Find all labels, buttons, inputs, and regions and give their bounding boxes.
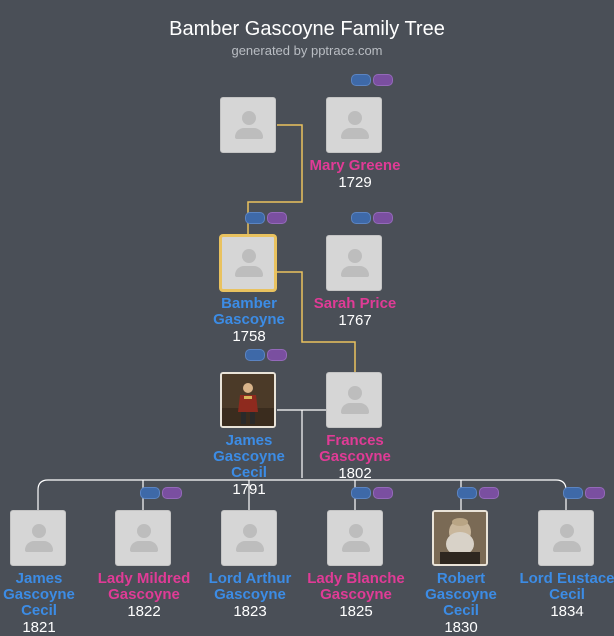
father-link-icon[interactable] <box>140 487 160 499</box>
person-name-text: Lord Arthur Gascoyne <box>208 570 292 603</box>
person-name: Lord Eustace Cecil 1834 <box>512 570 614 621</box>
person-name-text: James Gascoyne Cecil <box>3 570 75 619</box>
person-name: Lord Arthur Gascoyne 1823 <box>195 570 305 621</box>
person-year: 1823 <box>233 603 267 620</box>
person-year: 1758 <box>232 328 266 345</box>
person-name-text: Mary Greene <box>309 157 401 174</box>
person-name-text: Robert Gascoyne Cecil <box>425 570 497 619</box>
portrait-bearded-man-icon <box>434 512 486 564</box>
person-name: Robert Gascoyne Cecil 1830 <box>406 571 516 636</box>
person-name-text: Bamber Gascoyne <box>213 295 285 328</box>
person-name-text: Lady Blanche Gascoyne <box>307 570 405 603</box>
mother-link-icon[interactable] <box>267 349 287 361</box>
person-name: James Gascoyne Cecil 1821 <box>0 571 94 636</box>
person-silhouette-icon <box>221 510 277 566</box>
person-year: 1729 <box>338 174 372 191</box>
person-name-text: Frances Gascoyne <box>319 432 391 465</box>
mother-link-icon[interactable] <box>373 487 393 499</box>
person-name-text: Sarah Price <box>313 295 397 312</box>
father-link-icon[interactable] <box>351 212 371 224</box>
page-subtitle: generated by pptrace.com <box>231 43 383 58</box>
father-link-icon[interactable] <box>245 212 265 224</box>
person-silhouette-icon <box>538 510 594 566</box>
person-year: 1825 <box>339 603 373 620</box>
person-name: Sarah Price 1767 <box>300 295 410 330</box>
person-year: 1830 <box>444 619 478 636</box>
person-year: 1821 <box>22 619 56 636</box>
mother-link-icon[interactable] <box>267 212 287 224</box>
father-link-icon[interactable] <box>351 74 371 86</box>
mother-link-icon[interactable] <box>373 74 393 86</box>
person-name: Lady Mildred Gascoyne 1822 <box>89 570 199 621</box>
person-silhouette-icon <box>326 97 382 153</box>
father-link-icon[interactable] <box>563 487 583 499</box>
marriage-line <box>277 271 356 372</box>
page-title: Bamber Gascoyne Family Tree <box>169 18 445 40</box>
person-year: 1802 <box>338 465 372 482</box>
portrait-photo <box>432 510 488 566</box>
portrait-photo <box>220 372 276 428</box>
person-year: 1767 <box>338 312 372 329</box>
mother-link-icon[interactable] <box>373 212 393 224</box>
person-name: Lady Blanche Gascoyne 1825 <box>301 570 411 621</box>
children-bus <box>37 479 567 510</box>
person-name-text: Lady Mildred Gascoyne <box>97 570 191 603</box>
person-silhouette-icon <box>220 97 276 153</box>
portrait-figure-icon <box>222 374 274 426</box>
person-silhouette-icon <box>220 235 276 291</box>
mother-link-icon[interactable] <box>585 487 605 499</box>
mother-link-icon[interactable] <box>162 487 182 499</box>
person-name-text: James Gascoyne Cecil <box>213 432 285 481</box>
person-year: 1822 <box>127 603 161 620</box>
person-name: Mary Greene 1729 <box>300 157 410 192</box>
person-name: Frances Gascoyne 1802 <box>300 432 410 483</box>
father-link-icon[interactable] <box>245 349 265 361</box>
person-silhouette-icon <box>326 372 382 428</box>
mother-link-icon[interactable] <box>479 487 499 499</box>
person-silhouette-icon <box>327 510 383 566</box>
person-silhouette-icon <box>10 510 66 566</box>
person-year: 1834 <box>550 603 584 620</box>
person-silhouette-icon <box>115 510 171 566</box>
person-name-text: Lord Eustace Cecil <box>519 570 614 603</box>
father-link-icon[interactable] <box>457 487 477 499</box>
person-silhouette-icon <box>326 235 382 291</box>
person-year: 1791 <box>232 481 266 498</box>
father-link-icon[interactable] <box>351 487 371 499</box>
person-name: James Gascoyne Cecil 1791 <box>194 432 304 499</box>
person-name: Bamber Gascoyne 1758 <box>194 295 304 346</box>
